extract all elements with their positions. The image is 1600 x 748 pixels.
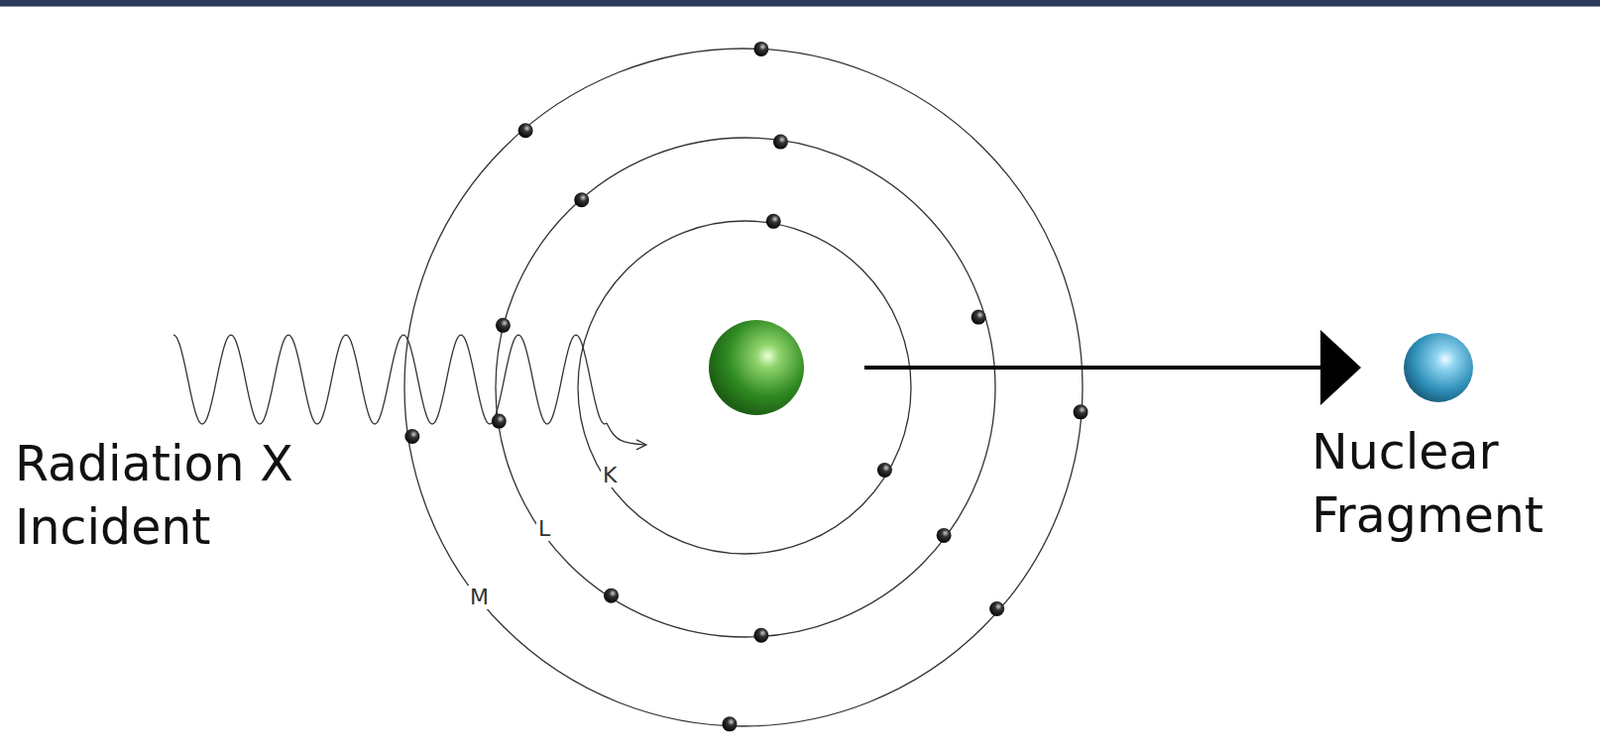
shell-label: M bbox=[467, 585, 491, 610]
emission-arrow bbox=[864, 365, 1324, 370]
electron bbox=[753, 628, 769, 644]
electron bbox=[518, 122, 534, 138]
incident-wave bbox=[173, 335, 647, 451]
electron bbox=[753, 41, 769, 57]
electron bbox=[573, 192, 589, 208]
electron bbox=[603, 588, 619, 604]
emission-arrowhead bbox=[1320, 330, 1362, 406]
fragment-label: Nuclear Fragment bbox=[1311, 421, 1595, 549]
wave-arrowhead bbox=[636, 440, 647, 451]
shell-label: K bbox=[600, 463, 619, 488]
radiation-label: Radiation X Incident bbox=[14, 433, 372, 561]
electron bbox=[936, 528, 952, 544]
electron bbox=[495, 318, 511, 334]
electron bbox=[404, 429, 420, 445]
m-shell bbox=[404, 48, 1083, 727]
k-shell bbox=[577, 221, 912, 555]
electron bbox=[491, 414, 507, 430]
l-shell bbox=[495, 137, 996, 638]
shell-label: L bbox=[536, 517, 553, 542]
wave-line bbox=[173, 335, 607, 425]
top-bar-edge bbox=[0, 5, 1600, 7]
electron bbox=[971, 310, 987, 326]
electron bbox=[989, 601, 1005, 617]
nucleus bbox=[708, 320, 804, 416]
top-bar bbox=[0, 0, 1600, 6]
electron bbox=[721, 716, 737, 732]
electron bbox=[1073, 404, 1089, 420]
electron bbox=[877, 462, 893, 478]
nuclear-fragment-sphere bbox=[1403, 333, 1474, 403]
electron bbox=[773, 134, 789, 150]
electron bbox=[766, 214, 782, 229]
